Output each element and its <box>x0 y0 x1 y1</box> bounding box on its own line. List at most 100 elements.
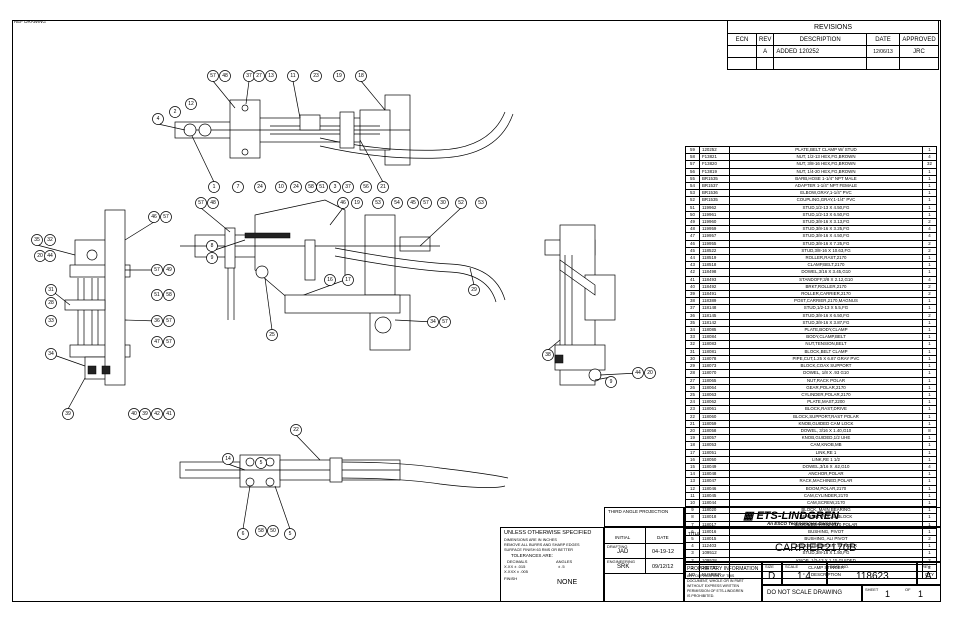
bom-item-no: 11 <box>685 491 700 500</box>
callout-number: 44 <box>47 253 53 259</box>
bom-description: PIPE,CUT,1.25 X 6.87 GRAY PVC <box>729 354 923 364</box>
callout-balloon: 40 <box>128 408 140 420</box>
bom-part-number: 118492 <box>699 282 730 292</box>
bom-part-number: 118049 <box>699 462 730 472</box>
callout-number: 53 <box>375 200 381 206</box>
rev-label: REV <box>922 564 931 569</box>
callout-number: 57 <box>198 200 204 206</box>
bom-qty: 1 <box>921 261 938 270</box>
bom-qty: 1 <box>921 477 938 486</box>
callout-balloon: 56 <box>360 181 372 193</box>
callout-number: 3 <box>334 184 337 190</box>
callout-number: 4 <box>157 116 160 122</box>
bom-part-number: 118063 <box>699 390 730 400</box>
of-value: 1 <box>918 589 924 599</box>
callout-number: 57 <box>210 73 216 79</box>
drawing-frame <box>12 20 941 602</box>
bom-description: NUT, 3/8-16 HEX,FG,BROWN <box>729 160 923 169</box>
bom-part-number: 118498 <box>699 268 730 277</box>
drafting-date: 04-19-12 <box>652 549 675 555</box>
callout-number: 33 <box>48 318 54 324</box>
bom-qty: 1 <box>921 498 938 508</box>
callout-number: 40 <box>131 411 137 417</box>
bom-part-number: 118065 <box>699 376 730 385</box>
callout-number: 53 <box>478 200 484 206</box>
callout-number: 23 <box>313 73 319 79</box>
bom-item-no: 15 <box>685 462 700 472</box>
bom-item-no: 49 <box>685 218 700 227</box>
bom-item-no: 29 <box>685 362 700 371</box>
title-box: TITLE CARRIER2170B <box>684 527 941 562</box>
bom-item-no: 46 <box>685 239 700 248</box>
bom-part-number: 118083 <box>699 340 730 349</box>
callout-balloon: 32 <box>44 234 56 246</box>
bom-item-no: 10 <box>685 498 700 508</box>
bom-qty: 8 <box>921 426 938 436</box>
callout-number: 21 <box>380 184 386 190</box>
callout-number: 48 <box>222 73 228 79</box>
callout-balloon: 13 <box>265 70 277 82</box>
bom-qty: 1 <box>921 347 938 356</box>
leader-line <box>211 239 246 252</box>
angles-label: ANGLES <box>556 559 573 564</box>
bom-description: COUPLING,GRAY,1-1/4" PVC <box>729 196 923 205</box>
leader-line <box>469 267 475 286</box>
leader-line <box>124 221 155 241</box>
bom-item-no: 59 <box>685 145 700 155</box>
callout-balloon: 6 <box>237 528 249 540</box>
bom-part-number: 118148 <box>699 304 730 313</box>
bom-qty: 2 <box>921 282 938 292</box>
bom-part-number: 118064 <box>699 383 730 392</box>
bom-part-number: 118048 <box>699 470 730 479</box>
callout-balloon: 17 <box>342 274 354 286</box>
drafting-initial: JAD <box>617 549 629 555</box>
callout-balloon: 14 <box>222 453 234 465</box>
logo-mark-icon: ▦ <box>743 510 754 522</box>
callout-number: 25 <box>269 332 275 338</box>
bom-qty: 1 <box>921 398 938 407</box>
callout-balloon: 3 <box>329 181 341 193</box>
bom-part-number: BR1535 <box>699 174 730 184</box>
leader-line <box>245 80 250 105</box>
bom-part-number: 118073 <box>699 362 730 371</box>
bom-item-no: 31 <box>685 347 700 356</box>
bom-part-number: BR1537 <box>699 182 730 191</box>
bom-description: PLATE,BELT CLAMP W/ STUD <box>729 145 923 155</box>
company-logo: ▦ ETS-LINDGREN <box>743 509 839 522</box>
tol-note-5: TOLERANCES ARE: <box>511 553 553 558</box>
bom-qty: 2 <box>921 218 938 227</box>
callout-number: 39 <box>65 411 71 417</box>
bom-item-no: 21 <box>685 419 700 428</box>
bom-qty: 1 <box>921 527 938 536</box>
bom-part-number: 118046 <box>699 484 730 493</box>
bom-description: DOWEL,3/16 X 3.45,G10 <box>729 268 923 277</box>
leader-line <box>274 485 291 530</box>
callout-balloon: 20 <box>34 250 46 262</box>
bom-description: CAM,SCREW,2170 <box>729 498 923 508</box>
callout-number: 52 <box>458 200 464 206</box>
title-label: TITLE <box>688 531 701 536</box>
bom-qty: 1 <box>921 340 938 349</box>
callout-balloon: 36 <box>151 315 163 327</box>
bom-qty: 1 <box>921 412 938 421</box>
leader-line <box>264 277 273 331</box>
leader-line <box>242 485 251 530</box>
company-tagline: An ESCO Technologies Company <box>767 521 839 526</box>
callout-balloon: 10 <box>275 181 287 193</box>
proprietary-title: PROPRIETARY INFORMATION <box>687 566 759 572</box>
callout-number: 34 <box>48 351 54 357</box>
bom-description: STUD,3/8-16 X 3.87,FG <box>729 318 923 328</box>
bom-item-no: 47 <box>685 232 700 241</box>
ref-drawing-label: REF DRAWING <box>14 19 46 24</box>
bom-item-no: 30 <box>685 354 700 364</box>
bom-part-number: 118016 <box>699 527 730 536</box>
callout-balloon: 8 <box>206 240 218 252</box>
bom-qty: 2 <box>921 311 938 320</box>
bom-part-number: 119960 <box>699 218 730 227</box>
callout-number: 57 <box>442 319 448 325</box>
